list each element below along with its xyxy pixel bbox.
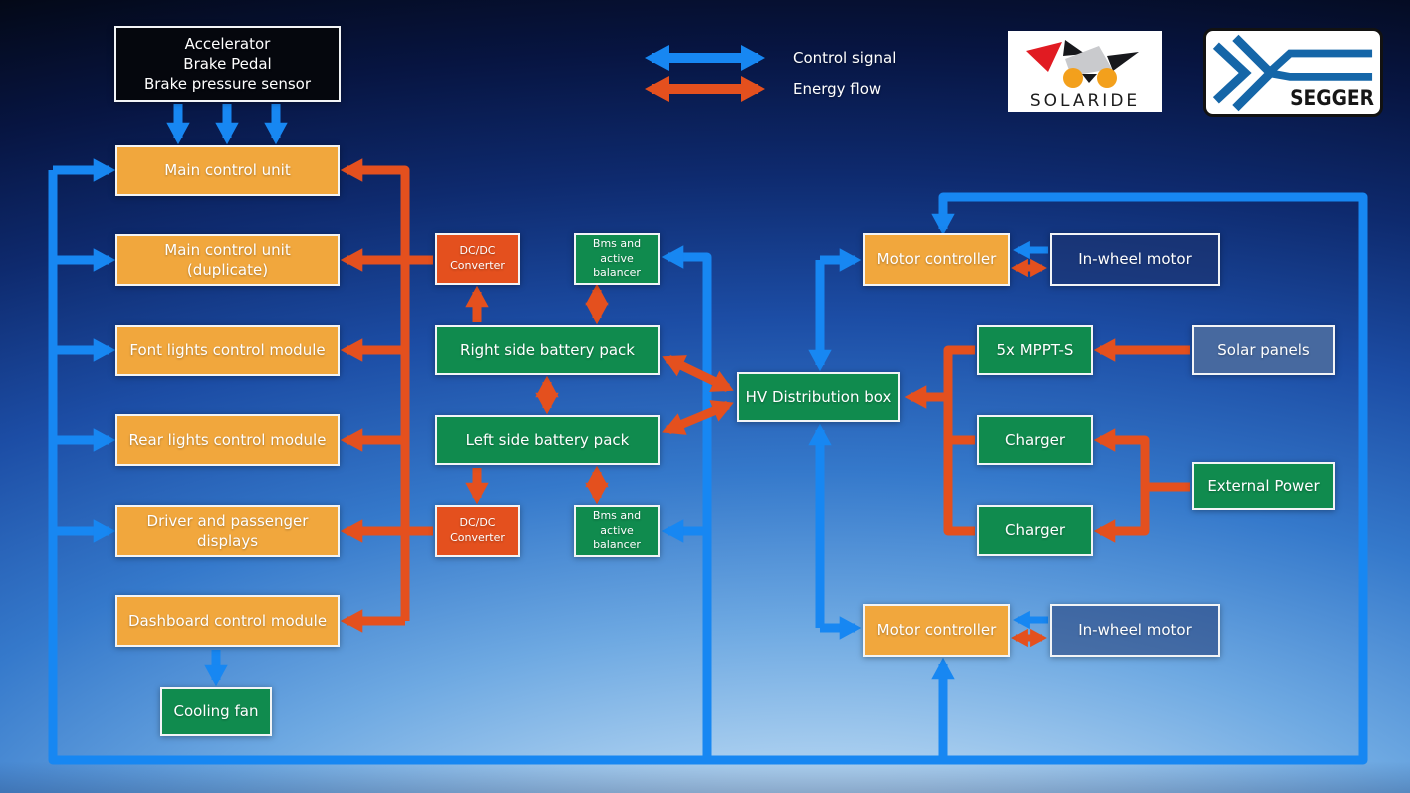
solaride-logo: SOLARIDE	[1008, 31, 1162, 112]
energy-arrow-ext-charger-top	[1093, 428, 1190, 492]
node-front-lights-module: Font lights control module	[115, 325, 340, 376]
node-hv-distribution-box: HV Distribution box	[737, 372, 900, 422]
node-external-power: External Power	[1192, 462, 1335, 510]
node-mppt: 5x MPPT-S	[977, 325, 1093, 375]
node-dcdc-converter-bottom: DC/DC Converter	[435, 505, 520, 557]
node-battery-left: Left side battery pack	[435, 415, 660, 465]
node-in-wheel-motor-top: In-wheel motor	[1050, 233, 1220, 286]
node-dashboard-module: Dashboard control module	[115, 595, 340, 647]
segger-chevron-icon: SEGGER	[1212, 34, 1374, 111]
node-solar-panels: Solar panels	[1192, 325, 1335, 375]
node-driver-displays: Driver and passenger displays	[115, 505, 340, 557]
energy-arrow-ext-charger-bottom	[1093, 487, 1150, 543]
control-bus-mid	[661, 245, 712, 760]
segger-logo: SEGGER	[1203, 28, 1383, 117]
node-in-wheel-motor-bottom: In-wheel motor	[1050, 604, 1220, 657]
legend-control-signal-label: Control signal	[793, 49, 897, 67]
control-bus-main	[48, 170, 1368, 765]
node-bms-top: Bms and active balancer	[574, 233, 660, 285]
node-charger-top: Charger	[977, 415, 1093, 465]
node-main-control-unit-duplicate: Main control unit (duplicate)	[115, 234, 340, 286]
node-pedal-sensors: Accelerator Brake Pedal Brake pressure s…	[114, 26, 341, 102]
node-bms-bottom: Bms and active balancer	[574, 505, 660, 557]
node-battery-right: Right side battery pack	[435, 325, 660, 375]
node-dcdc-converter-top: DC/DC Converter	[435, 233, 520, 285]
energy-arrow-battery-left-hv	[662, 400, 734, 435]
node-main-control-unit: Main control unit	[115, 145, 340, 196]
node-rear-lights-module: Rear lights control module	[115, 414, 340, 466]
segger-wordmark: SEGGER	[1290, 86, 1374, 111]
energy-bus-left	[340, 158, 410, 621]
solaride-wordmark: SOLARIDE	[1030, 91, 1140, 111]
node-cooling-fan: Cooling fan	[160, 687, 272, 736]
node-motor-controller-bottom: Motor controller	[863, 604, 1010, 657]
energy-arrow-battery-right-hv	[662, 354, 734, 393]
solaride-car-icon: SOLARIDE	[1026, 40, 1140, 111]
node-charger-bottom: Charger	[977, 505, 1093, 556]
node-motor-controller-top: Motor controller	[863, 233, 1010, 286]
legend-energy-flow-label: Energy flow	[793, 80, 882, 98]
